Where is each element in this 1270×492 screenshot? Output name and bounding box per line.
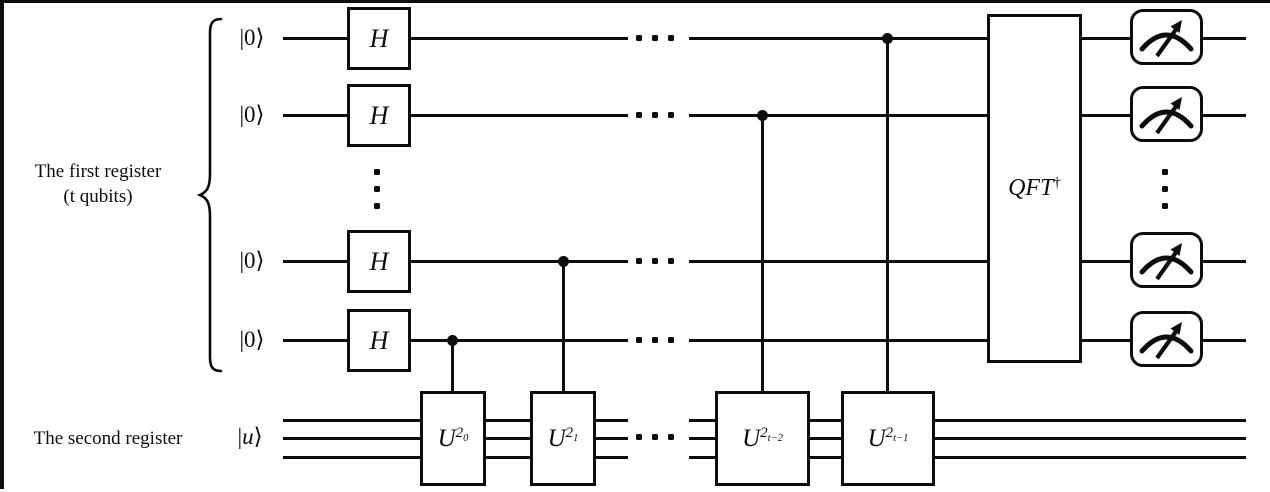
u-gate-2pow-t-2: U2t−2 bbox=[715, 391, 810, 486]
hadamard-gate-q3: H bbox=[347, 230, 411, 293]
u-gate-2pow1: U21 bbox=[530, 391, 596, 486]
control-line-ut1 bbox=[885, 38, 889, 392]
vdots-first-register bbox=[374, 186, 380, 192]
hadamard-label: H bbox=[369, 100, 389, 130]
qubit2-wire-right bbox=[689, 113, 1246, 117]
qft-dagger-label: QFT† bbox=[1008, 175, 1061, 201]
top-border-line bbox=[0, 0, 1270, 3]
control-dot-q2 bbox=[756, 109, 768, 121]
bundle-wire3-right bbox=[689, 455, 1246, 459]
hadamard-gate-q2: H bbox=[347, 84, 411, 147]
hdots-q4 bbox=[636, 337, 642, 343]
control-dot-q4 bbox=[446, 334, 458, 346]
meter-gauge-icon bbox=[1139, 20, 1194, 58]
hadamard-label: H bbox=[369, 246, 389, 276]
hdots-second-register bbox=[636, 434, 642, 440]
u-gate-2pow0: U20 bbox=[420, 391, 486, 486]
first-register-label: The first register (t qubits) bbox=[6, 159, 190, 209]
measurement-meter-q2 bbox=[1130, 86, 1203, 142]
measurement-meter-q4 bbox=[1130, 311, 1203, 367]
qubit3-wire-left bbox=[283, 259, 628, 263]
ket-u-symbol: u bbox=[242, 424, 254, 449]
qubit4-wire-right bbox=[689, 338, 1246, 342]
u-gate-label: U21 bbox=[547, 424, 579, 452]
hdots-q4 bbox=[652, 337, 658, 343]
first-register-label-line2: (t qubits) bbox=[63, 186, 133, 208]
u-gate-label: U20 bbox=[437, 424, 469, 452]
ket-zero-q1: |0⟩ bbox=[239, 25, 265, 50]
hadamard-gate-q1: H bbox=[347, 7, 411, 70]
control-line-u0 bbox=[450, 340, 454, 392]
hdots-second-register bbox=[668, 434, 674, 440]
qubit1-wire-left bbox=[283, 36, 628, 40]
hdots-q1 bbox=[668, 35, 674, 41]
bundle-wire2-right bbox=[689, 436, 1246, 440]
hadamard-gate-q4: H bbox=[347, 309, 411, 372]
qft-dagger-gate: QFT† bbox=[987, 14, 1082, 363]
meter-gauge-icon bbox=[1139, 243, 1194, 281]
meter-gauge-icon bbox=[1139, 97, 1194, 135]
qubit2-wire-left bbox=[283, 113, 628, 117]
ket-u-second-register: |u⟩ bbox=[228, 422, 272, 452]
hdots-q2 bbox=[636, 112, 642, 118]
hdots-q3 bbox=[636, 258, 642, 264]
vdots-meters bbox=[1162, 186, 1168, 192]
qubit3-wire-right bbox=[689, 259, 1246, 263]
u-gate-label: U2t−2 bbox=[742, 424, 783, 452]
vdots-first-register bbox=[374, 169, 380, 175]
hdots-second-register bbox=[652, 434, 658, 440]
u-gate-label: U2t−1 bbox=[867, 424, 909, 452]
hadamard-label: H bbox=[369, 23, 389, 53]
vdots-meters bbox=[1162, 169, 1168, 175]
control-line-ut2 bbox=[760, 115, 764, 392]
control-dot-q3 bbox=[557, 255, 569, 267]
measurement-meter-q3 bbox=[1130, 232, 1203, 288]
ket-zero-q3: |0⟩ bbox=[239, 248, 265, 273]
control-line-u1 bbox=[561, 261, 565, 392]
ket-zero-q4: |0⟩ bbox=[239, 327, 265, 352]
hadamard-label: H bbox=[369, 325, 389, 355]
left-border-line bbox=[0, 0, 4, 489]
ket-u-bar: | bbox=[237, 424, 243, 449]
bundle-wire1-right bbox=[689, 418, 1246, 422]
first-register-label-line1: The first register bbox=[34, 161, 162, 182]
u-gate-2pow-t-1: U2t−1 bbox=[841, 391, 935, 486]
ket-zero-q2: |0⟩ bbox=[239, 102, 265, 127]
measurement-meter-q1 bbox=[1130, 9, 1203, 65]
hdots-q2 bbox=[652, 112, 658, 118]
hdots-q1 bbox=[652, 35, 658, 41]
vdots-first-register bbox=[374, 203, 380, 209]
ket-u-rangle: ⟩ bbox=[253, 424, 263, 449]
control-dot-q1 bbox=[881, 32, 893, 44]
hdots-q2 bbox=[668, 112, 674, 118]
second-register-label: The second register bbox=[33, 428, 183, 449]
hdots-q3 bbox=[668, 258, 674, 264]
hdots-q1 bbox=[636, 35, 642, 41]
first-register-brace bbox=[195, 16, 225, 374]
qubit1-wire-right bbox=[689, 36, 1246, 40]
hdots-q3 bbox=[652, 258, 658, 264]
hdots-q4 bbox=[668, 337, 674, 343]
vdots-meters bbox=[1162, 203, 1168, 209]
meter-gauge-icon bbox=[1139, 322, 1194, 360]
